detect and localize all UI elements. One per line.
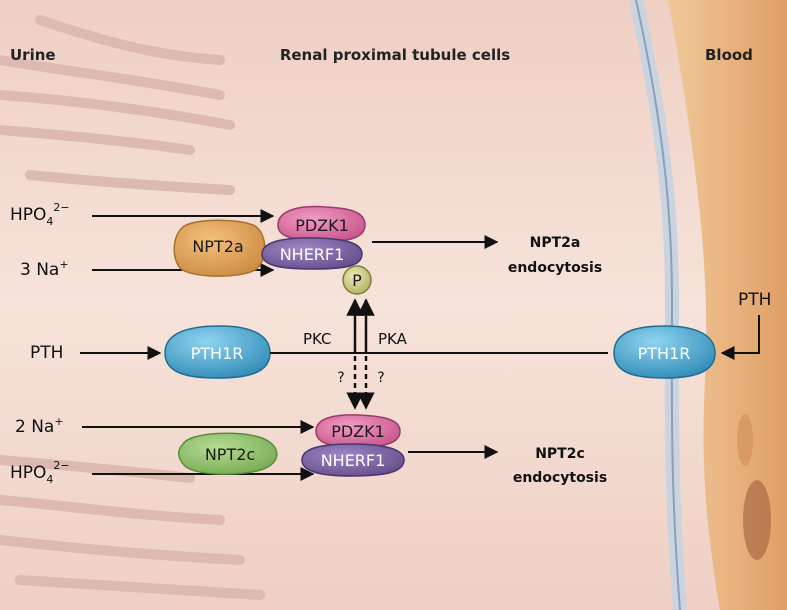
basolateral-membrane-edge (635, 0, 681, 610)
pdzk1-top-label: PDZK1 (295, 216, 349, 235)
blood-region (668, 0, 787, 610)
pth1r-right-label: PTH1R (638, 344, 691, 363)
header-urine: Urine (10, 46, 56, 64)
label-2na-bottom: 2 Na+ (15, 415, 64, 437)
blood-cell-shape (743, 480, 771, 560)
label-pka: PKA (378, 330, 408, 348)
npt2c-endocytosis-title: NPT2c (535, 446, 585, 462)
pdzk1-top: PDZK1 (277, 205, 366, 242)
npt2a-transporter: NPT2a (173, 219, 266, 277)
phospho-circle: P (342, 265, 372, 295)
arrow-pth-to-pth1r-right (720, 315, 760, 360)
nherf1-top-label: NHERF1 (280, 245, 345, 264)
label-hpo4-top: HPO42− (10, 201, 70, 228)
blood-cell-shape (737, 414, 753, 466)
npt2c-transporter: NPT2c (178, 432, 278, 475)
pth1r-right: PTH1R (613, 325, 716, 379)
label-pth-left: PTH (30, 343, 63, 363)
label-3na-top: 3 Na+ (20, 258, 69, 280)
pth1r-left: PTH1R (164, 325, 271, 379)
header-blood: Blood (705, 46, 753, 64)
pth1r-left-label: PTH1R (191, 344, 244, 363)
nherf1-bottom-label: NHERF1 (321, 451, 386, 470)
microvilli-bottom (0, 455, 265, 600)
nherf1-top: NHERF1 (261, 237, 363, 270)
nherf1-bottom: NHERF1 (301, 443, 405, 477)
header-proximal-tubule: Renal proximal tubule cells (280, 46, 510, 64)
npt2a-endocytosis-title: NPT2a (530, 235, 581, 251)
microvilli-top (0, 15, 235, 195)
label-pkc: PKC (303, 330, 332, 348)
phospho-label: P (352, 271, 362, 290)
label-pth-right: PTH (738, 290, 771, 310)
pdzk1-bottom: PDZK1 (315, 414, 401, 448)
label-unknown-left: ? (337, 370, 344, 386)
label-hpo4-bottom: HPO42− (10, 459, 70, 486)
npt2a-label: NPT2a (192, 237, 243, 256)
npt2c-label: NPT2c (205, 445, 255, 464)
label-unknown-right: ? (377, 370, 384, 386)
npt2c-endocytosis-subtitle: endocytosis (513, 470, 607, 486)
pdzk1-bottom-label: PDZK1 (331, 422, 385, 441)
npt2a-endocytosis-subtitle: endocytosis (508, 260, 602, 276)
